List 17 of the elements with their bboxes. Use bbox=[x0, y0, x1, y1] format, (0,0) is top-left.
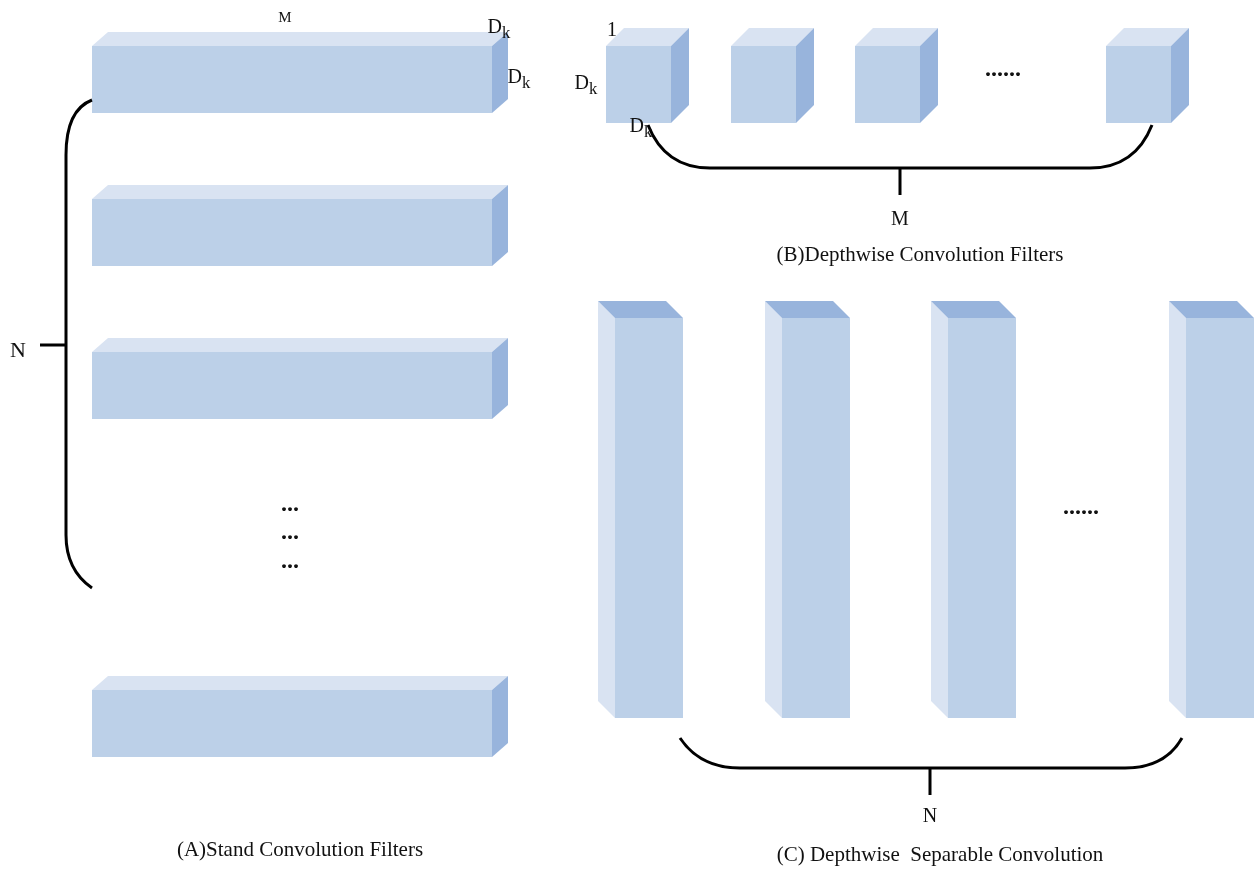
ellipsis: ... bbox=[281, 517, 299, 545]
dimension-label: M bbox=[891, 207, 909, 229]
dimension-label: M bbox=[278, 8, 292, 26]
caption: (A)Stand Convolution Filters bbox=[176, 838, 424, 862]
ellipsis: ... bbox=[281, 546, 299, 574]
dimension-label: D$_{k}$ bbox=[574, 71, 598, 99]
ellipsis: ...... bbox=[1063, 492, 1099, 520]
caption: (C) Depthwise Separable Convolution bbox=[776, 843, 1104, 867]
dimension-label: D$_{k}$ bbox=[487, 15, 511, 43]
dimension-label: 1 bbox=[607, 18, 617, 40]
dimension-label: N bbox=[922, 804, 938, 826]
caption: (B)Depthwise Convolution Filters bbox=[776, 243, 1064, 267]
dimension-label: N bbox=[10, 337, 26, 363]
ellipsis: ...... bbox=[985, 54, 1021, 82]
dimension-label: D$_{k}$ bbox=[507, 65, 531, 93]
dimension-label: D$_{k}$ bbox=[629, 114, 653, 142]
ellipsis: ... bbox=[281, 489, 299, 517]
